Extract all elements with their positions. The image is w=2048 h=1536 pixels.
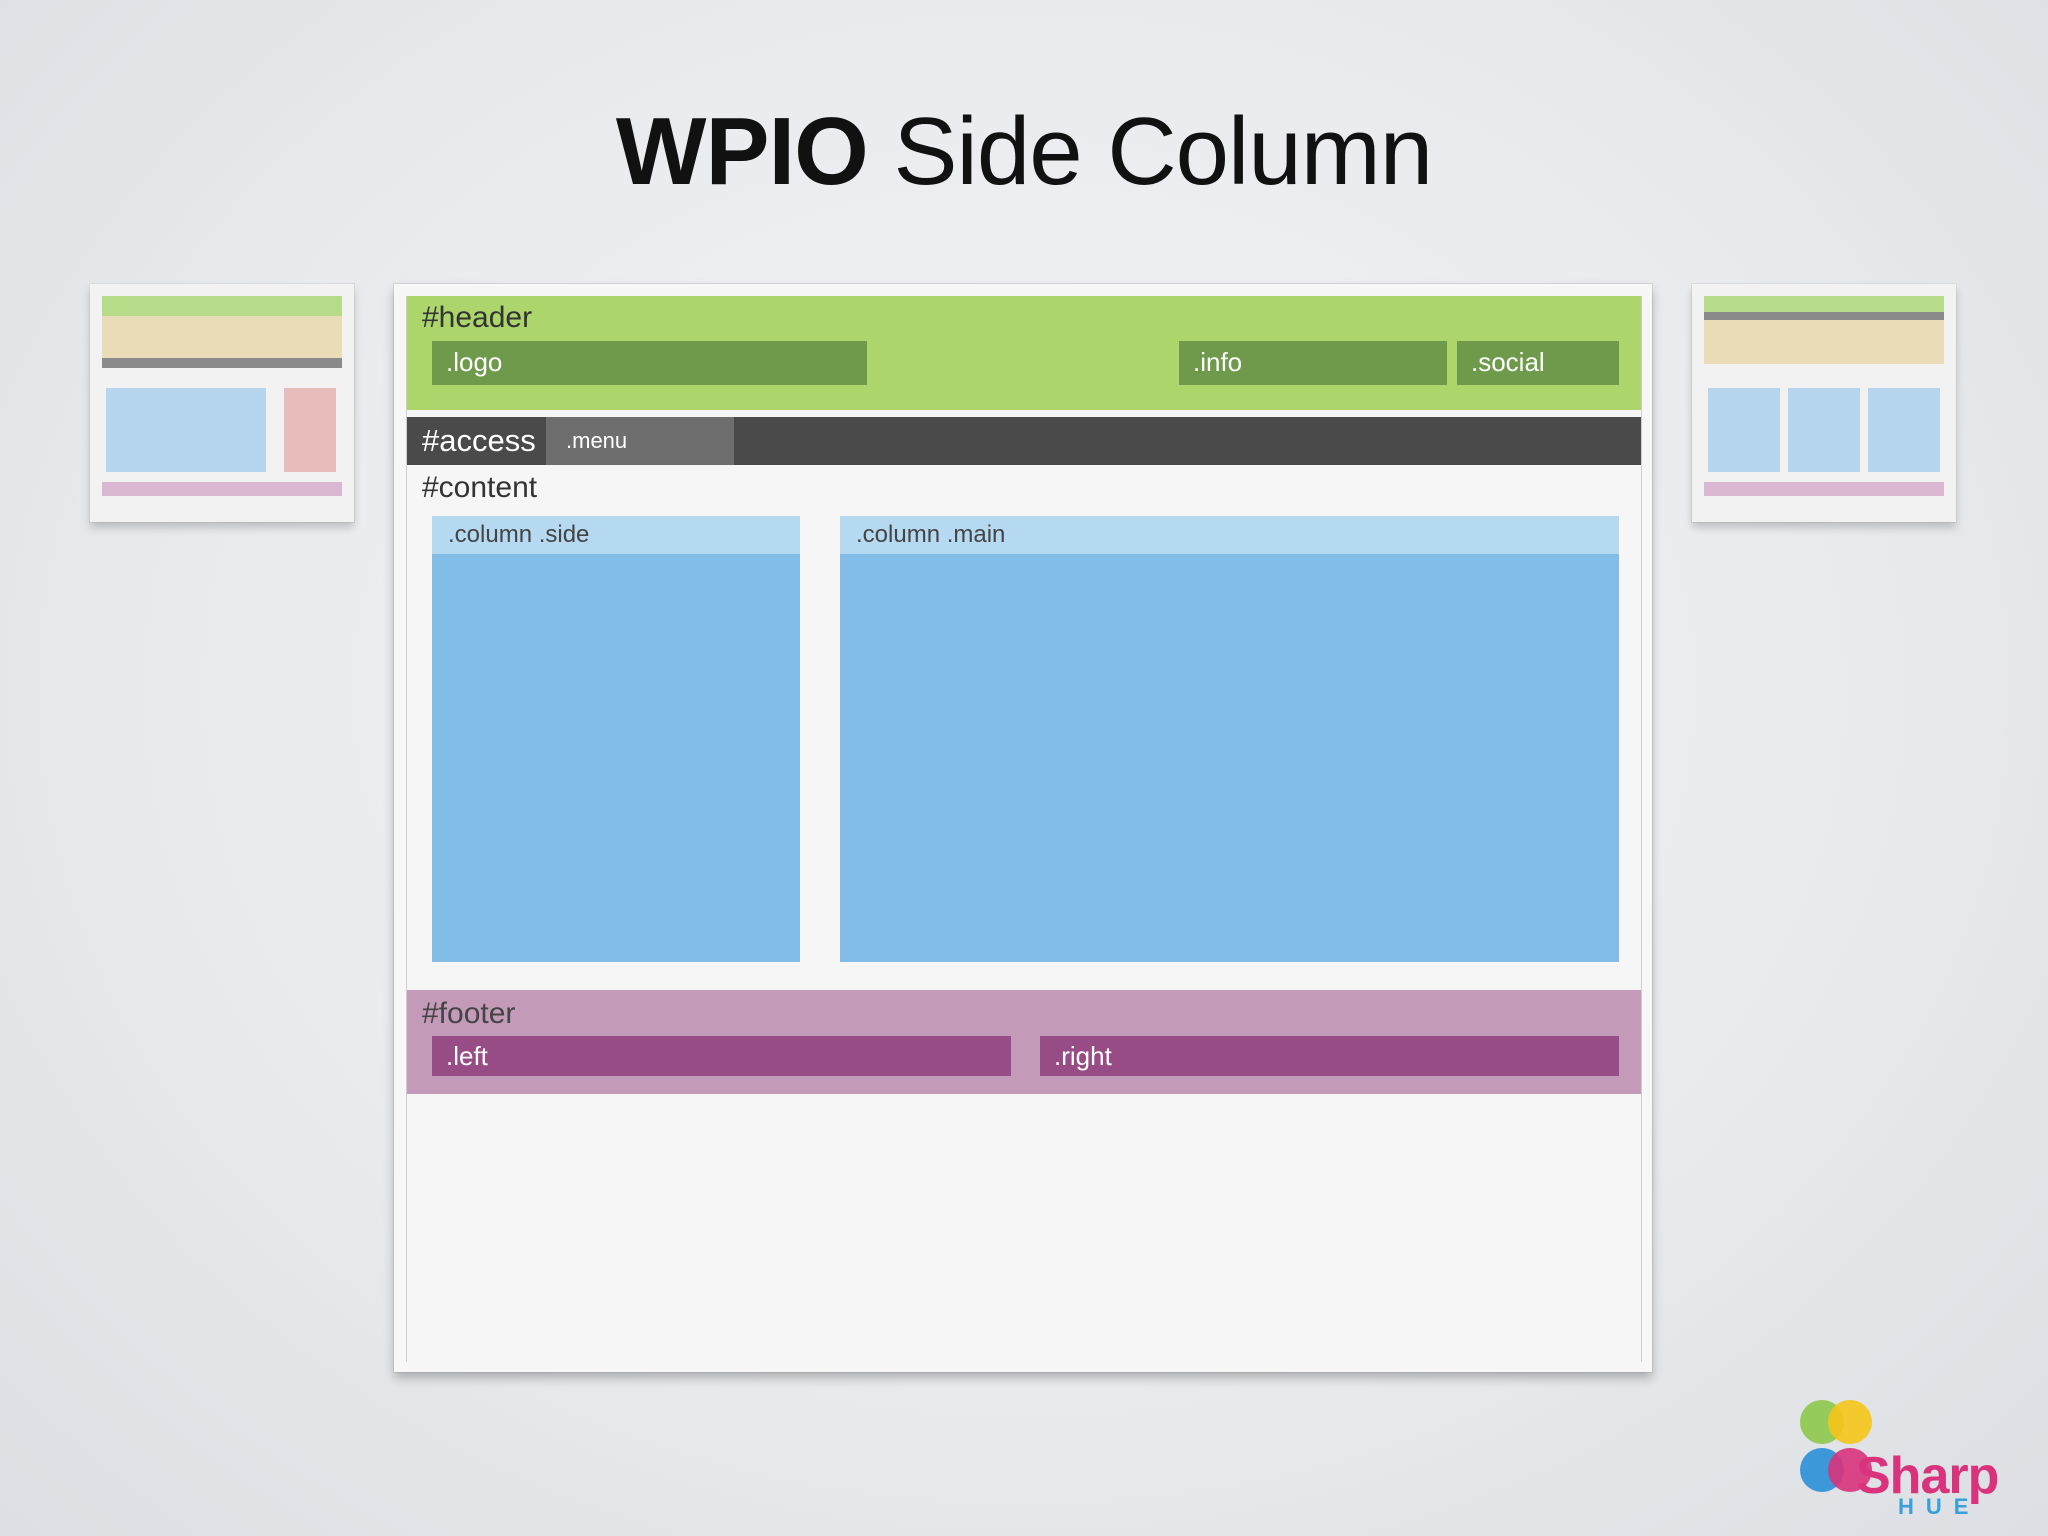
slide-title: WPIO Side Column (0, 92, 2048, 212)
footer-label: #footer (422, 997, 516, 1030)
main-column-label: .column .main (840, 516, 1619, 554)
info-box: .info (1179, 341, 1447, 385)
thumb-side-column (284, 388, 336, 472)
footer-right-box: .right (1040, 1036, 1619, 1076)
thumb-main-column (106, 388, 266, 472)
next-slide-thumbnail[interactable] (1692, 284, 1956, 522)
thumb-header (1704, 296, 1944, 312)
thumb-access (102, 358, 342, 368)
sharphue-logo: Sharp HUE (1796, 1398, 2016, 1519)
footer-region: #footer .left .right (407, 990, 1641, 1094)
menu-box: .menu (546, 417, 734, 465)
access-region: #access .menu (407, 417, 1641, 465)
access-label: #access (422, 423, 536, 458)
header-label: #header (422, 301, 533, 334)
thumb-access (1704, 312, 1944, 320)
logo-wordmark: Sharp (1856, 1447, 1999, 1505)
slide-title-bold: WPIO (615, 98, 869, 205)
thumb-banner (1704, 320, 1944, 364)
layout-wireframe: #header .logo .info .social #access .men… (394, 284, 1652, 1372)
header-region: #header .logo .info .social (407, 296, 1641, 410)
side-column: .column .side (432, 516, 800, 962)
side-column-label: .column .side (432, 516, 800, 554)
thumb-footer (1704, 482, 1944, 496)
content-label: #content (422, 471, 538, 504)
thumb-column-2 (1788, 388, 1860, 472)
logo-petals-icon (1800, 1400, 1872, 1492)
social-box: .social (1457, 341, 1619, 385)
thumb-header (102, 296, 342, 316)
slide-title-rest: Side Column (867, 98, 1434, 205)
logo-subtext: HUE (1898, 1494, 1981, 1519)
main-column: .column .main (840, 516, 1619, 962)
thumb-banner (102, 316, 342, 358)
thumb-footer (102, 482, 342, 496)
logo-box: .logo (432, 341, 867, 385)
footer-left-box: .left (432, 1036, 1011, 1076)
thumb-column-1 (1708, 388, 1780, 472)
thumb-column-3 (1868, 388, 1940, 472)
previous-slide-thumbnail[interactable] (90, 284, 354, 522)
wireframe-canvas: #header .logo .info .social #access .men… (406, 296, 1642, 1362)
